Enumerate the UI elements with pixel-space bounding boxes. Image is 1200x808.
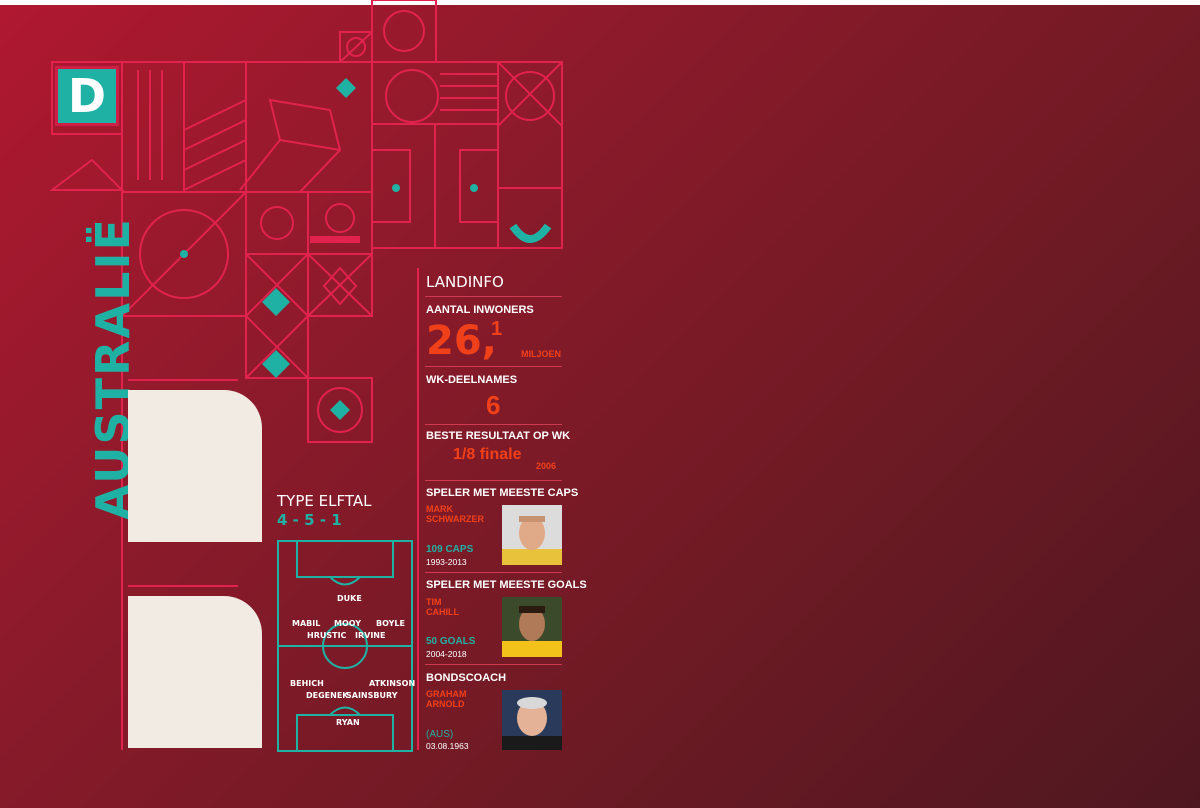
inhabitants-label: AANTAL INWONERS — [426, 304, 534, 316]
caps-years: 1993-2013 — [426, 557, 467, 567]
caps-name-1: MARK — [426, 504, 453, 514]
goals-years: 2004-2018 — [426, 649, 467, 659]
inhabitants-decimal: 1 — [491, 318, 503, 340]
inhabitants-value: 26, — [426, 318, 497, 364]
divider — [425, 366, 562, 367]
player-irvine: IRVINE — [355, 631, 386, 640]
caps-label: SPELER MET MEESTE CAPS — [426, 487, 579, 499]
top-border — [0, 0, 1200, 5]
player-ryan: RYAN — [336, 718, 360, 727]
player-duke: DUKE — [337, 594, 362, 603]
goals-name-2: CAHILL — [426, 607, 459, 617]
landinfo-title: LANDINFO — [426, 273, 504, 291]
group-badge: D — [55, 66, 119, 126]
best-result-year: 2006 — [536, 461, 557, 471]
player-atkinson: ATKINSON — [369, 679, 416, 688]
goals-value: 50 GOALS — [426, 636, 476, 647]
caps-value: 109 CAPS — [426, 544, 474, 555]
divider — [425, 480, 562, 481]
best-result-label: BESTE RESULTAAT OP WK — [426, 430, 571, 442]
goals-name-1: TIM — [426, 597, 442, 607]
player-behich: BEHICH — [290, 679, 324, 688]
divider — [425, 296, 562, 297]
divider — [425, 424, 562, 425]
photo-placeholder-bottom — [128, 596, 262, 748]
best-result-value: 1/8 finale — [453, 446, 522, 463]
coach-nationality: (AUS) — [426, 729, 454, 740]
lineup-formation: 4 - 5 - 1 — [277, 511, 342, 529]
coach-name-1: GRAHAM — [426, 689, 467, 699]
player-degenek: DEGENEK — [306, 691, 349, 700]
coach-born: 03.08.1963 — [426, 741, 469, 751]
player-hrustic: HRUSTIC — [307, 631, 347, 640]
divider — [425, 664, 562, 665]
photo-placeholder-top — [128, 390, 262, 542]
goals-label: SPELER MET MEESTE GOALS — [426, 579, 587, 591]
lineup-title: TYPE ELFTAL — [277, 492, 372, 510]
coach-name-2: ARNOLD — [426, 699, 465, 709]
wc-value: 6 — [486, 390, 501, 420]
player-sainsbury: SAINSBURY — [346, 691, 398, 700]
schwarzer-portrait — [502, 505, 562, 565]
divider — [425, 572, 562, 573]
wc-label: WK-DEELNAMES — [426, 374, 518, 386]
player-mooy: MOOY — [334, 619, 362, 628]
player-boyle: BOYLE — [376, 619, 405, 628]
player-mabil: MABIL — [292, 619, 321, 628]
arnold-portrait — [502, 690, 562, 750]
inhabitants-unit: MILJOEN — [521, 349, 562, 359]
caps-name-2: SCHWARZER — [426, 514, 484, 524]
cahill-portrait — [502, 597, 562, 657]
coach-label: BONDSCOACH — [426, 672, 507, 684]
